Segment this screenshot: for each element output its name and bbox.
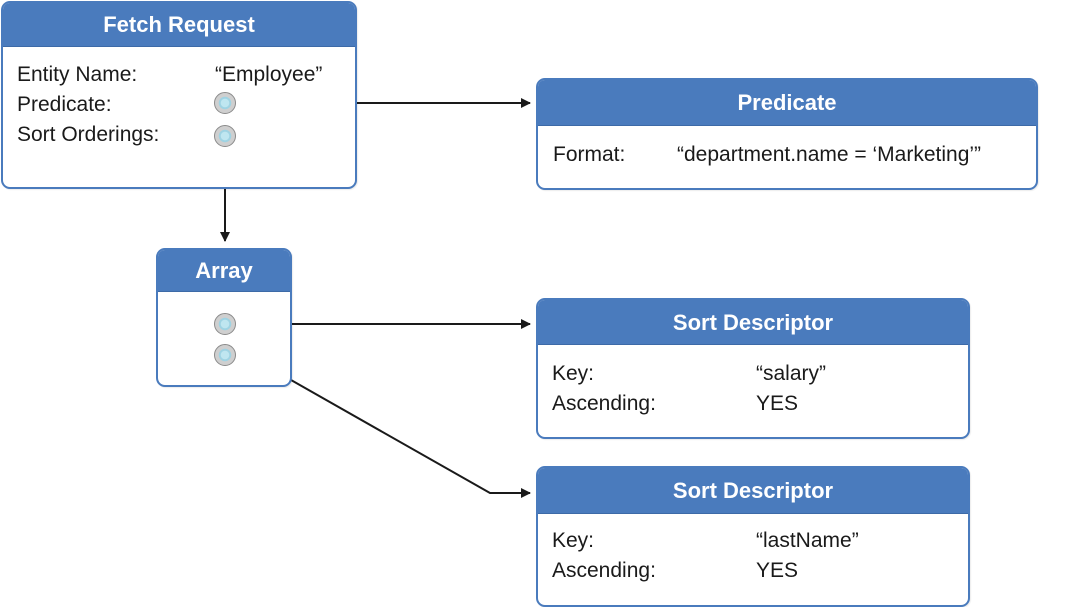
- array-item-1-connector-icon: [214, 313, 236, 335]
- array-title: Array: [158, 250, 290, 292]
- predicate-title: Predicate: [538, 80, 1036, 126]
- predicate-connector-icon: [214, 92, 236, 114]
- entity-name-value: “Employee”: [215, 63, 323, 86]
- ascending-label: Ascending:: [552, 392, 656, 415]
- sort-orderings-connector-icon: [214, 125, 236, 147]
- format-label: Format:: [553, 143, 626, 166]
- key-label: Key:: [552, 362, 595, 385]
- fetch-request-box: Fetch Request Entity Name: “Employee” Pr…: [1, 1, 357, 189]
- sort-orderings-label: Sort Orderings:: [17, 123, 160, 146]
- ascending-value: YES: [756, 392, 799, 415]
- predicate-box: Predicate Format: “department.name = ‘Ma…: [536, 78, 1038, 190]
- fetch-request-title: Fetch Request: [3, 3, 355, 47]
- key-label: Key:: [552, 529, 595, 552]
- sort-descriptor-box: Sort Descriptor Key: “lastName” Ascendin…: [536, 466, 970, 607]
- sort-descriptor-title: Sort Descriptor: [538, 468, 968, 514]
- predicate-label: Predicate:: [17, 93, 112, 116]
- key-value: “salary”: [756, 362, 827, 385]
- array-item-2-connector-icon: [214, 344, 236, 366]
- ascending-value: YES: [756, 559, 799, 582]
- format-value: “department.name = ‘Marketing’”: [677, 143, 982, 166]
- sort-descriptor-box: Sort Descriptor Key: “salary” Ascending:…: [536, 298, 970, 439]
- ascending-label: Ascending:: [552, 559, 656, 582]
- key-value: “lastName”: [756, 529, 859, 552]
- entity-name-label: Entity Name:: [17, 63, 138, 86]
- sort-descriptor-title: Sort Descriptor: [538, 300, 968, 345]
